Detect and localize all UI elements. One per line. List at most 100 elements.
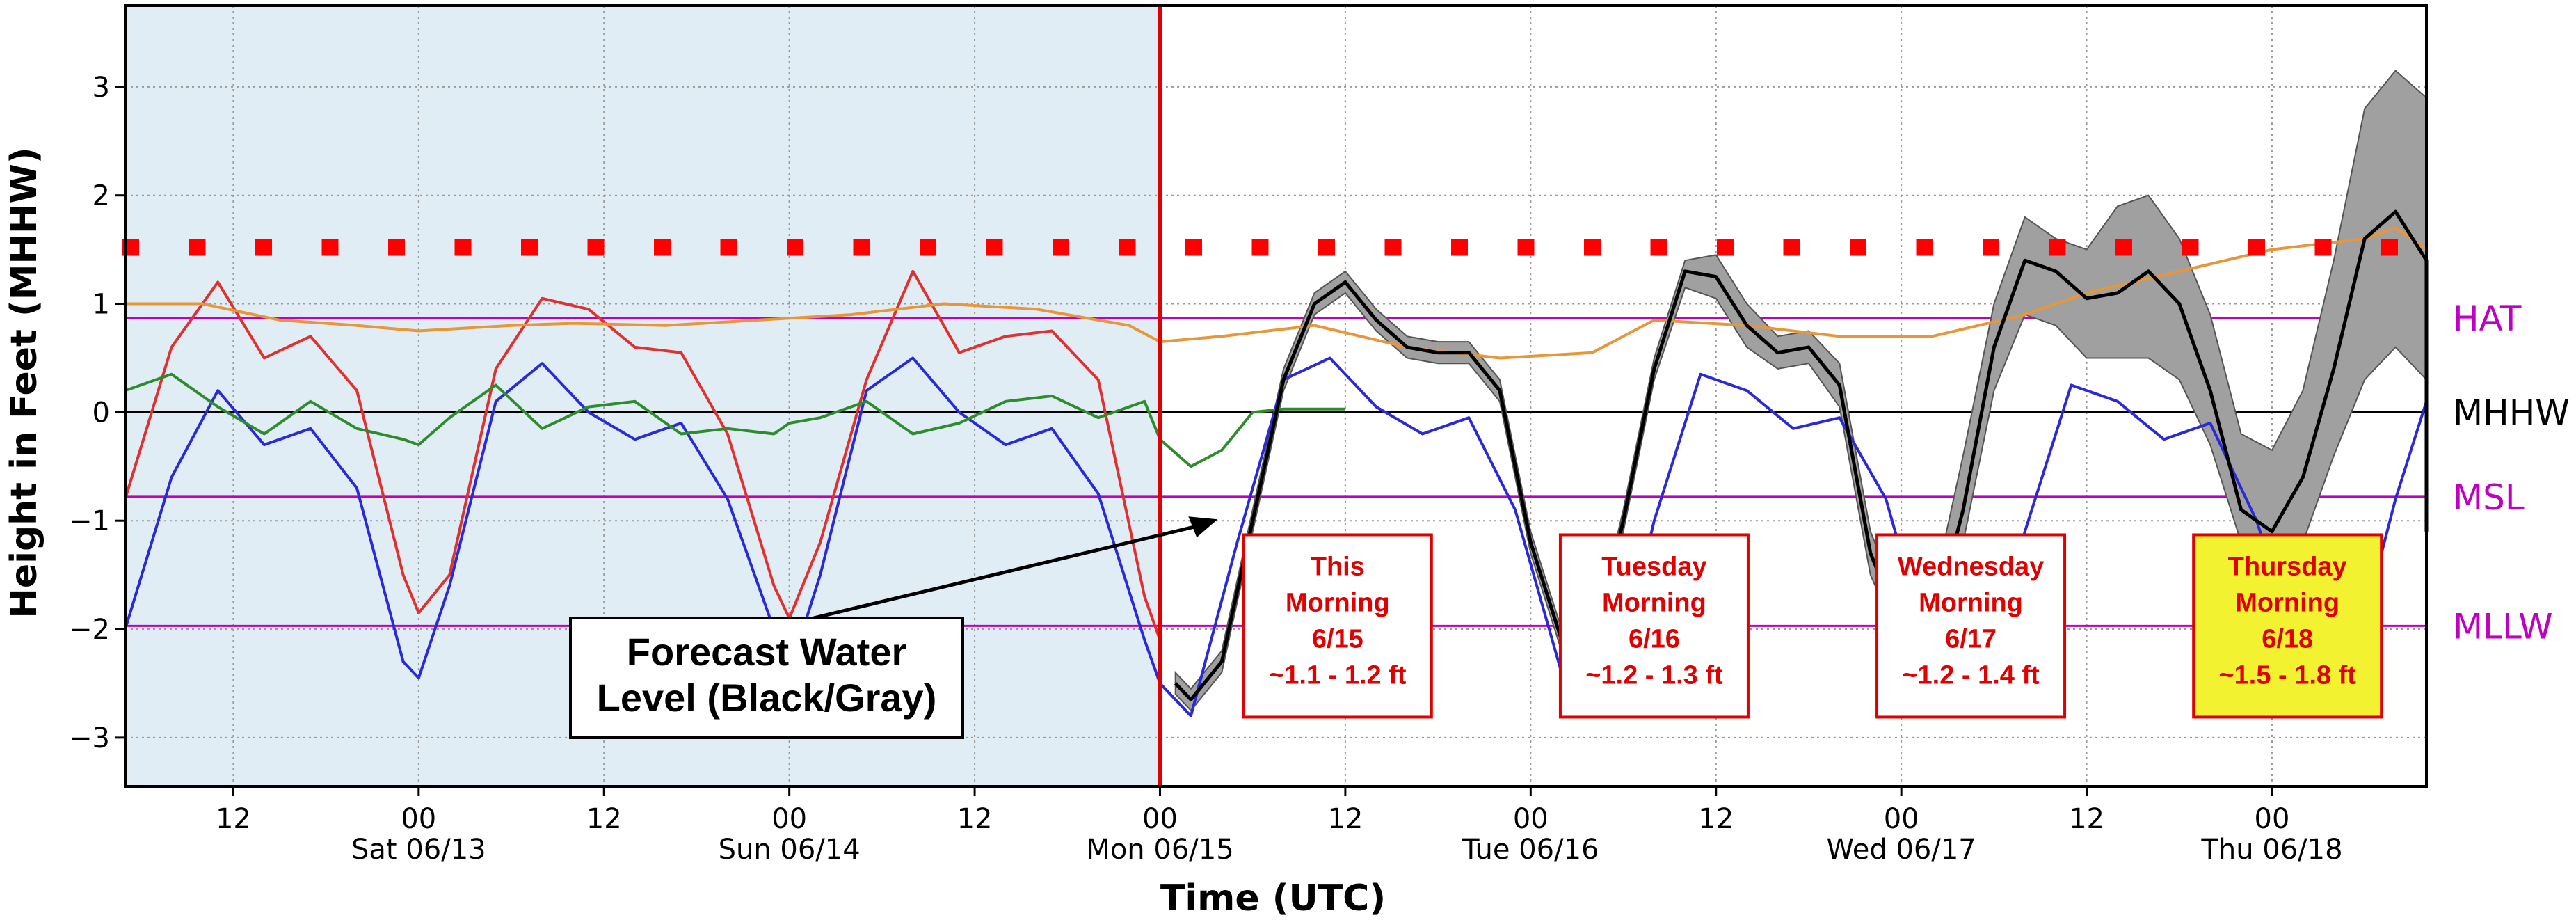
threshold-marker [2182, 239, 2199, 256]
threshold-marker [1850, 239, 1866, 256]
x-tick-label: 12 [216, 803, 251, 835]
threshold-marker [454, 239, 472, 256]
datum-label-mhhw: MHHW [2453, 392, 2570, 433]
x-tick-date-label: Wed 06/17 [1827, 834, 1976, 866]
threshold-marker [2115, 239, 2132, 256]
threshold-marker [1185, 239, 1202, 256]
y-tick-label: 0 [93, 397, 110, 429]
threshold-marker [587, 239, 605, 256]
threshold-marker [720, 239, 737, 256]
annotation-text-line: Morning [1919, 588, 2023, 617]
datum-label-mllw: MLLW [2453, 606, 2553, 647]
x-tick-date-label: Tue 06/16 [1462, 834, 1599, 866]
threshold-marker [2248, 239, 2265, 256]
annotation-text-line: Morning [1602, 588, 1706, 617]
x-tick-date-label: Sat 06/13 [351, 834, 486, 866]
threshold-marker [2314, 239, 2332, 256]
annotation-text-line: This [1311, 552, 1365, 581]
annotation-box-frame [2192, 533, 2383, 719]
annotation-text-line: Thursday [2228, 552, 2347, 581]
annotation-box-frame [1875, 533, 2067, 719]
annotation-text-line: ~1.2 - 1.4 ft [1902, 660, 2040, 690]
threshold-marker [1916, 239, 1933, 256]
threshold-marker [787, 239, 803, 256]
y-tick-label: −1 [69, 505, 110, 537]
x-tick-date-label: Sun 06/14 [719, 834, 861, 866]
threshold-marker [654, 239, 671, 256]
annotation-text-line: 6/16 [1629, 624, 1680, 653]
x-tick-label: 00 [401, 803, 436, 835]
annotation-text-line: Morning [2235, 588, 2339, 617]
threshold-marker [1251, 239, 1269, 256]
x-tick-label: 12 [1327, 803, 1363, 835]
x-tick-label: 00 [1142, 803, 1178, 835]
threshold-marker [189, 239, 206, 256]
y-axis-label: Height in Feet (MHHW) [3, 147, 45, 618]
x-tick-label: 00 [1884, 803, 1919, 835]
x-tick-label: 12 [2069, 803, 2104, 835]
annotation-box-frame [1558, 533, 1750, 719]
threshold-marker [1318, 239, 1335, 256]
x-tick-label: 12 [957, 803, 993, 835]
annotation-text-line: ~1.5 - 1.8 ft [2218, 660, 2356, 690]
threshold-marker [321, 239, 339, 256]
annotation-text-line: Wednesday [1898, 552, 2044, 581]
threshold-layer [122, 239, 2398, 256]
threshold-marker [1584, 239, 1601, 256]
grid-layer [125, 6, 2426, 786]
x-tick-date-label: Thu 06/18 [2200, 834, 2342, 866]
threshold-marker [920, 239, 936, 256]
datum-label-hat: HAT [2453, 299, 2522, 339]
threshold-marker [1053, 239, 1069, 256]
y-tick-label: 3 [93, 72, 110, 104]
threshold-marker [255, 239, 272, 256]
threshold-marker [1650, 239, 1667, 256]
annotation-text-line: 6/17 [1945, 624, 1997, 653]
threshold-marker [1384, 239, 1402, 256]
x-tick-date-label: Mon 06/15 [1086, 834, 1233, 866]
x-tick-label: 00 [2255, 803, 2290, 835]
callout-text-line: Level (Black/Gray) [597, 676, 937, 720]
callout-arrow-shaft [813, 524, 1197, 620]
threshold-marker [986, 239, 1003, 256]
series-line-1 [124, 269, 1162, 641]
y-tick-label: 1 [93, 289, 110, 321]
threshold-marker [1517, 239, 1535, 256]
y-tick-label: 2 [93, 180, 110, 212]
x-tick-label: 00 [1513, 803, 1549, 835]
threshold-marker [1783, 239, 1800, 256]
threshold-marker [2049, 239, 2066, 256]
callout-text-line: Forecast Water [627, 630, 907, 674]
annotation-text-line: ~1.1 - 1.2 ft [1269, 660, 1407, 690]
threshold-marker [853, 239, 870, 256]
series-line-2 [125, 372, 1345, 468]
x-tick-label: 12 [586, 803, 622, 835]
threshold-marker [388, 239, 405, 256]
x-tick-label: 12 [1698, 803, 1734, 835]
plot-frame [124, 4, 2428, 788]
x-tick-label: 00 [771, 803, 807, 835]
annotation-box-frame [1242, 533, 1433, 719]
threshold-marker [1717, 239, 1734, 256]
annotation-text-line: 6/15 [1312, 624, 1363, 653]
y-tick-label: −3 [69, 722, 110, 754]
callout-arrow-head [1188, 516, 1218, 538]
threshold-marker [1983, 239, 1999, 256]
threshold-marker [521, 239, 538, 256]
threshold-marker [1119, 239, 1136, 256]
y-tick-label: −2 [69, 614, 110, 646]
annotation-text-line: ~1.2 - 1.3 ft [1585, 660, 1723, 690]
x-axis-label: Time (UTC) [1160, 878, 1386, 919]
annotation-text-line: 6/18 [2262, 624, 2313, 653]
threshold-marker [2381, 239, 2398, 256]
annotation-text-line: Tuesday [1601, 552, 1706, 581]
callout-frame [569, 617, 964, 739]
